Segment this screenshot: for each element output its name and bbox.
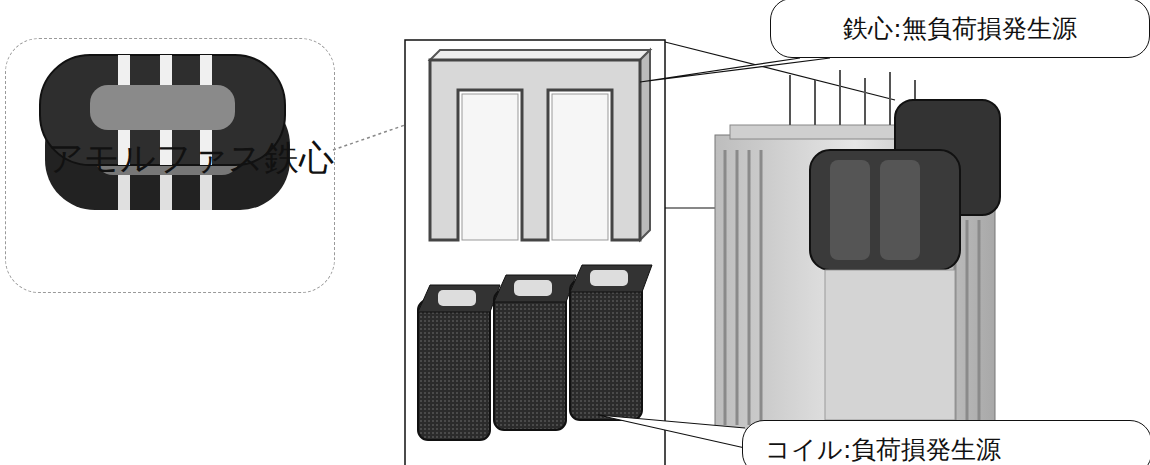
fin bbox=[736, 150, 739, 425]
callout-tail bbox=[598, 415, 745, 448]
fin bbox=[978, 220, 981, 425]
transformer-photo bbox=[715, 70, 1000, 435]
callout-text: アモルファス鉄心 bbox=[48, 135, 334, 182]
callout-box: 鉄心:無負荷損発生源 bbox=[770, 0, 1150, 58]
fin bbox=[966, 220, 969, 425]
callout-tail bbox=[640, 58, 830, 82]
fin bbox=[760, 150, 763, 425]
coils bbox=[418, 265, 652, 440]
coil-in-tank bbox=[830, 160, 870, 260]
tank-front bbox=[825, 270, 955, 420]
coil-top bbox=[418, 285, 500, 312]
callout-text: コイル:負荷損発生源 bbox=[765, 433, 1001, 465]
coil-hole bbox=[590, 270, 628, 286]
callout-text: 鉄心:無負荷損発生源 bbox=[843, 12, 1076, 45]
core-front-face bbox=[430, 60, 640, 240]
coil-top bbox=[570, 265, 652, 292]
coil bbox=[570, 280, 642, 420]
amorphous-core bbox=[40, 55, 290, 210]
core-band bbox=[118, 55, 130, 85]
core-band bbox=[160, 55, 172, 85]
core-window bbox=[552, 94, 608, 240]
core-coil-assembly bbox=[810, 150, 960, 270]
coil-top bbox=[494, 275, 576, 302]
core-band bbox=[118, 175, 130, 210]
core-window-upper bbox=[90, 85, 235, 130]
bushing bbox=[889, 72, 891, 125]
exploded-core bbox=[430, 50, 650, 240]
transformer-tank bbox=[715, 135, 995, 435]
fin bbox=[724, 150, 727, 425]
leader-line bbox=[333, 125, 405, 150]
coil bbox=[418, 300, 490, 440]
callout-box: コイル:負荷損発生源 bbox=[742, 420, 1150, 465]
bushing bbox=[864, 78, 866, 125]
bushing bbox=[839, 70, 841, 125]
core-band bbox=[160, 175, 172, 210]
core-band bbox=[200, 55, 212, 85]
coil-hole bbox=[438, 290, 476, 306]
coil-hole bbox=[514, 280, 552, 296]
coil-in-tank bbox=[880, 160, 920, 260]
callout-bubble: アモルファス鉄心 bbox=[5, 38, 335, 293]
coil bbox=[494, 290, 566, 430]
exploded-view-frame bbox=[405, 40, 665, 465]
core-band bbox=[200, 175, 212, 210]
core-window bbox=[462, 94, 518, 240]
cooling-fins bbox=[725, 150, 979, 425]
bushing bbox=[814, 80, 816, 125]
fin bbox=[748, 150, 751, 425]
bushing bbox=[789, 75, 791, 125]
